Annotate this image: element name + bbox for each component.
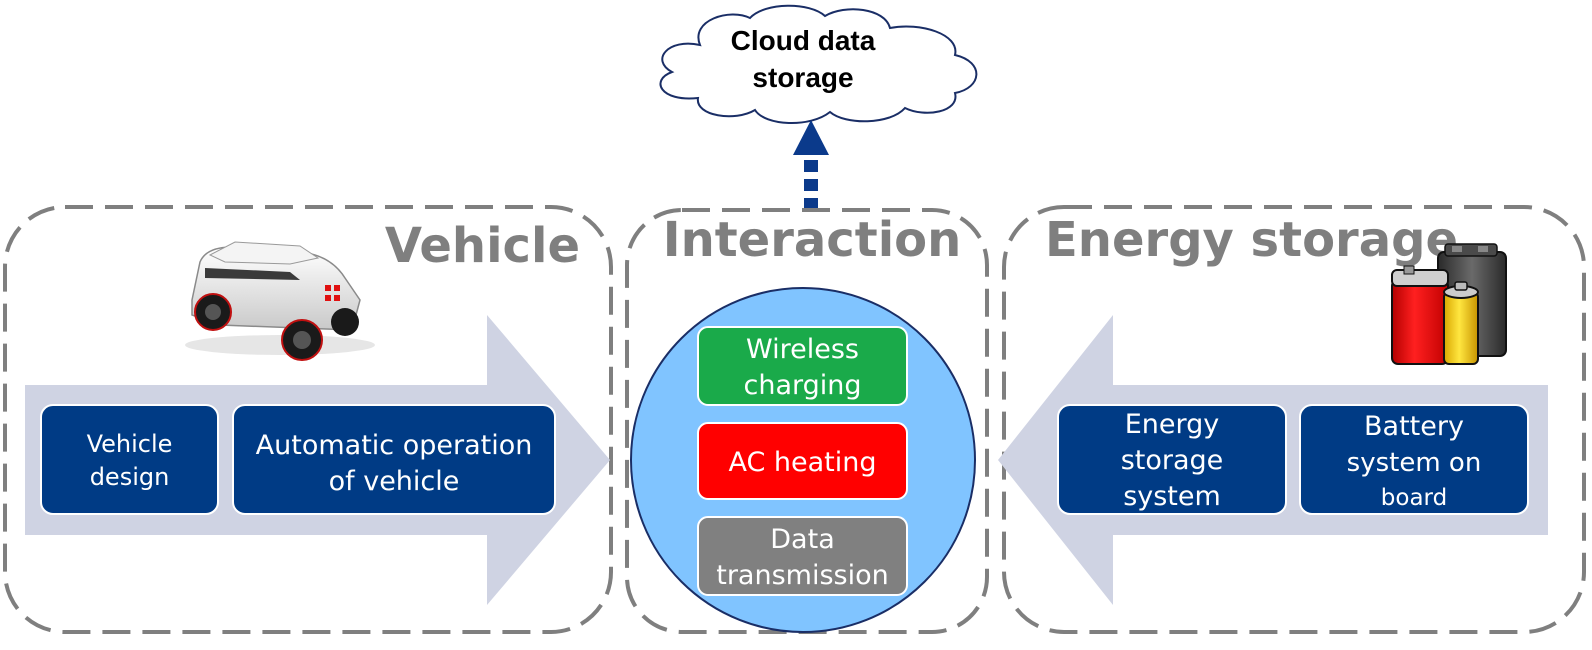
- vehicle-design-label-line1: Vehicle: [87, 430, 173, 458]
- cloud-shape: [659, 4, 978, 124]
- car-image: [185, 241, 375, 361]
- cloud-label-line2: storage: [752, 62, 853, 93]
- battery-image: [1391, 243, 1507, 365]
- ac-heating-box: AC heating: [697, 422, 908, 500]
- energy-storage-system-label-line3: system: [1123, 481, 1221, 512]
- interaction-title: Interaction: [663, 212, 962, 268]
- energy-section-border: [1002, 205, 1586, 634]
- wireless-charging-box: Wireless charging: [697, 326, 908, 406]
- upload-arrow-head: [793, 120, 829, 155]
- energy-storage-system-label-line1: Energy: [1125, 409, 1220, 440]
- wireless-charging-label-line1: Wireless: [746, 334, 859, 365]
- data-transmission-label-line2: transmission: [716, 560, 888, 591]
- automatic-operation-label-line2: of vehicle: [329, 466, 460, 497]
- cloud-data-storage: Cloud data storage: [659, 4, 978, 124]
- upload-arrow: [793, 120, 829, 210]
- vehicle-design-box: Vehicle design: [40, 404, 219, 515]
- data-transmission-label-line1: Data: [770, 524, 834, 555]
- automatic-operation-box: Automatic operation of vehicle: [232, 404, 556, 515]
- ac-heating-label: AC heating: [728, 447, 876, 478]
- wireless-charging-label-line2: charging: [743, 370, 861, 401]
- data-transmission-box: Data transmission: [697, 516, 908, 596]
- battery-system-label-line2: system on: [1347, 448, 1482, 478]
- battery-system-box: Battery system on board: [1299, 404, 1529, 515]
- vehicle-design-label-line2: design: [90, 463, 170, 491]
- vehicle-title: Vehicle: [385, 218, 580, 274]
- cloud-label-line1: Cloud data: [731, 25, 876, 56]
- energy-storage-system-label-line2: storage: [1121, 445, 1224, 476]
- energy-storage-system-box: Energy storage system: [1057, 404, 1287, 515]
- automatic-operation-label-line1: Automatic operation: [256, 430, 533, 461]
- battery-system-label-line1: Battery: [1364, 411, 1464, 442]
- vehicle-section-border: [3, 205, 613, 634]
- energy-title: Energy storage: [1045, 212, 1458, 268]
- battery-system-label-line3: board: [1381, 485, 1447, 511]
